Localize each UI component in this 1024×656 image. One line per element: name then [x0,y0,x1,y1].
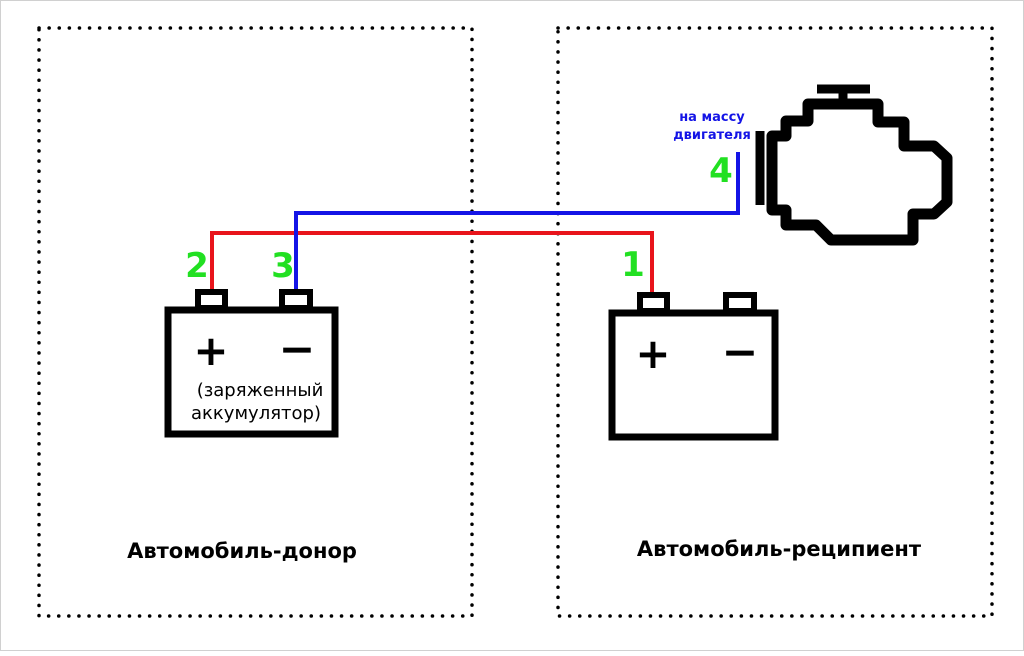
donor-negative-terminal [279,289,313,311]
step-number-2: 2 [185,246,209,286]
recipient-plus-sign: + [635,329,670,378]
step-number-3: 3 [271,246,295,286]
recipient-car-area [556,26,994,618]
recipient-battery-body [608,309,779,441]
recipient-minus-sign: − [722,327,759,378]
donor-minus-sign: − [279,324,316,375]
donor-battery-icon: + − (заряженный аккумулятор) [164,289,339,438]
positive-wire [210,231,654,292]
negative-wire [294,152,740,292]
ground-note-line2: двигателя [673,128,751,143]
donor-positive-terminal [195,289,228,311]
recipient-positive-terminal [637,292,670,314]
donor-battery-body [164,306,339,438]
ground-note-line1: на массу [679,110,745,125]
step-number-4: 4 [709,151,733,191]
donor-plus-sign: + [193,326,228,375]
donor-caption: Автомобиль-донор [127,539,357,563]
recipient-battery-icon: + − [608,292,779,441]
recipient-negative-terminal [723,292,757,314]
donor-battery-label-line2: аккумулятор) [191,403,321,424]
donor-car-area [37,26,474,618]
engine-icon [755,84,953,246]
recipient-caption: Автомобиль-реципиент [637,537,922,561]
donor-battery-label-line1: (заряженный [197,380,324,401]
step-number-1: 1 [621,245,645,285]
